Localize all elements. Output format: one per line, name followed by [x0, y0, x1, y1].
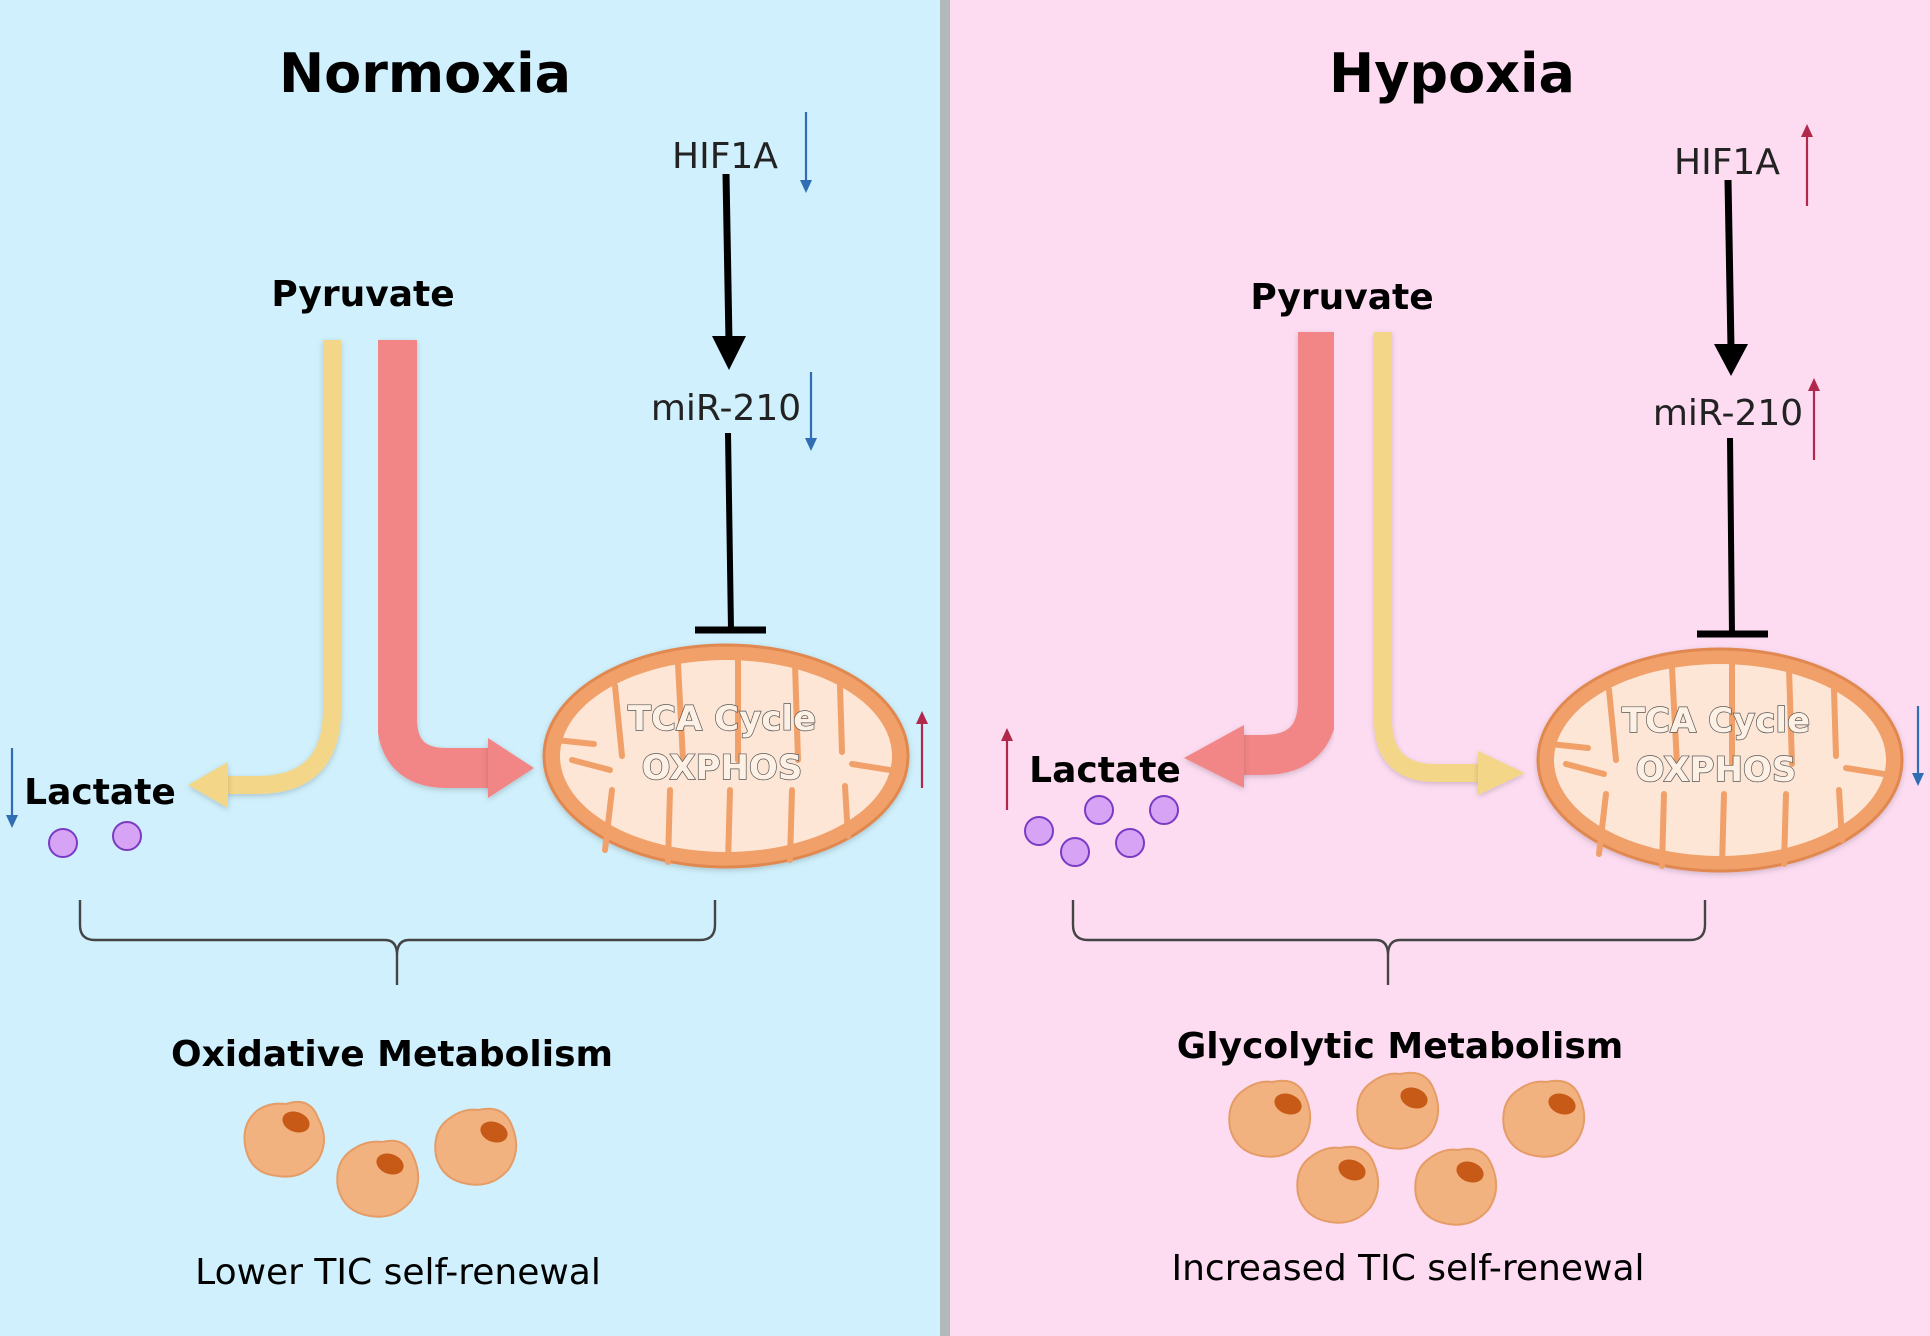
normoxia-mir210-label: miR-210	[651, 388, 801, 429]
hypoxia-glycolysis-arrowhead-icon	[1184, 725, 1244, 788]
hypoxia-mir210-label: miR-210	[1653, 393, 1803, 434]
lactate-molecule	[1084, 795, 1114, 825]
normoxia-oxphos-arrowhead-icon	[488, 738, 534, 798]
hypoxia-hif1a-label: HIF1A	[1674, 142, 1780, 183]
tumor-cell-icon	[1502, 1079, 1586, 1158]
normoxia-mir210-inhibit-line	[725, 432, 734, 631]
normoxia-lactate-label: Lactate	[24, 772, 176, 813]
normoxia-title: Normoxia	[279, 42, 571, 105]
hypoxia-pyruvate-label: Pyruvate	[1250, 277, 1433, 318]
normoxia-pyruvate-label: Pyruvate	[271, 274, 454, 315]
normoxia-hif1a-down-arrow-head-icon	[800, 180, 812, 193]
hypoxia-oxphos-arrow	[1374, 332, 1480, 782]
hypoxia-metabolism-label: Glycolytic Metabolism	[1177, 1026, 1624, 1067]
normoxia-panel: Normoxia HIF1A miR-210 Pyruvate Lactate	[0, 0, 945, 1336]
normoxia-oxphos-label: OXPHOS	[642, 748, 803, 788]
tumor-cell-icon	[1296, 1145, 1380, 1224]
normoxia-outcome-label: Lower TIC self-renewal	[195, 1252, 601, 1293]
lactate-molecule	[112, 821, 142, 851]
normoxia-lactate-down-arrow-head-icon	[6, 815, 18, 828]
hypoxia-outcome-label: Increased TIC self-renewal	[1171, 1248, 1644, 1289]
tumor-cell-icon	[1356, 1071, 1440, 1150]
hypoxia-panel: Hypoxia HIF1A miR-210 Pyruvate Lactate	[950, 0, 1930, 1336]
normoxia-hif1a-label: HIF1A	[672, 136, 778, 177]
hypoxia-oxphos-arrowhead-icon	[1478, 751, 1525, 795]
hypoxia-tca-cycle-label: TCA Cycle	[1622, 701, 1810, 741]
hypoxia-mitochondrion: TCA Cycle OXPHOS	[1536, 647, 1904, 873]
normoxia-mito-up-arrow-head-icon	[916, 711, 928, 724]
tumor-cell-icon	[434, 1107, 518, 1186]
lactate-molecule	[1115, 828, 1145, 858]
hypoxia-hif1a-to-mir210-arrow	[1724, 179, 1735, 349]
normoxia-cells	[243, 1100, 518, 1218]
normoxia-lactate-molecules	[48, 821, 142, 858]
hypoxia-mito-down-arrow-head-icon	[1912, 773, 1924, 786]
normoxia-mitochondrion: TCA Cycle OXPHOS	[542, 643, 910, 869]
hypoxia-lactate-up-arrow-head-icon	[1001, 728, 1013, 741]
hypoxia-cells	[1228, 1071, 1586, 1226]
tumor-cell-icon	[336, 1139, 420, 1218]
normoxia-metabolism-label: Oxidative Metabolism	[171, 1034, 613, 1075]
hypoxia-oxphos-label: OXPHOS	[1636, 750, 1797, 790]
tumor-cell-icon	[1228, 1079, 1312, 1158]
normoxia-glycolysis-arrowhead-icon	[188, 762, 228, 808]
hypoxia-hif1a-up-arrow-head-icon	[1801, 124, 1813, 137]
hypoxia-brace	[1071, 900, 1707, 985]
normoxia-oxphos-arrow	[377, 340, 492, 788]
hypoxia-mir210-up-arrow-head-icon	[1808, 378, 1820, 391]
hypoxia-mir210-inhibit-line	[1727, 437, 1735, 635]
lactate-molecule	[1024, 816, 1054, 846]
normoxia-glycolysis-arrow	[225, 340, 341, 794]
lactate-molecule	[48, 828, 78, 858]
hypoxia-glycolysis-arrow	[1240, 332, 1338, 775]
normoxia-hif1a-to-mir210-arrow	[722, 173, 733, 343]
normoxia-mir210-down-arrow-head-icon	[805, 438, 817, 451]
normoxia-brace	[78, 900, 717, 985]
lactate-molecule	[1060, 837, 1090, 867]
panel-divider	[940, 0, 950, 1336]
tumor-cell-icon	[243, 1100, 325, 1178]
tumor-cell-icon	[1414, 1147, 1498, 1226]
lactate-molecule	[1149, 795, 1179, 825]
hypoxia-title: Hypoxia	[1329, 42, 1575, 105]
hypoxia-hif1a-to-mir210-arrowhead-icon	[1714, 344, 1748, 376]
hypoxia-lactate-molecules	[1024, 795, 1179, 867]
normoxia-tca-cycle-label: TCA Cycle	[628, 699, 816, 739]
normoxia-hif1a-to-mir210-arrowhead-icon	[712, 336, 746, 370]
hypoxia-lactate-label: Lactate	[1029, 750, 1181, 791]
